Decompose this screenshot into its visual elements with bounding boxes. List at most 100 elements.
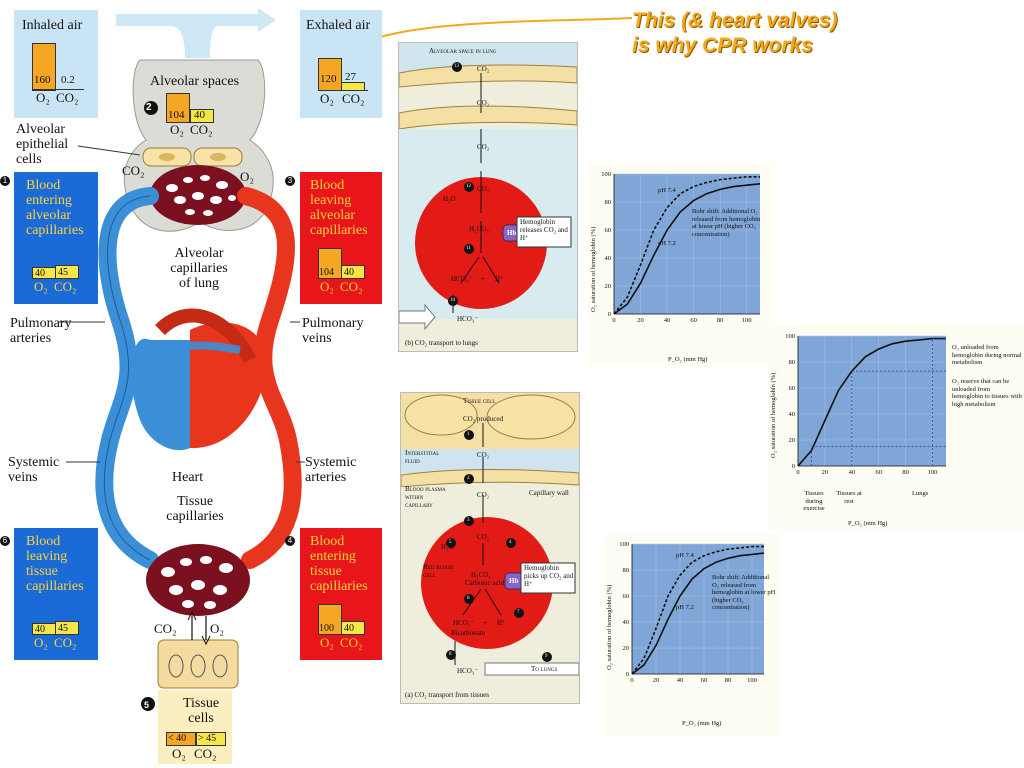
tissue-cells-panel: Tissue cells < 40 > 45 O₂ CO₂	[158, 690, 232, 764]
panel-a-capillary-wall: Capillary wall	[529, 489, 569, 497]
graph-top-ph72: pH 7.2	[658, 240, 676, 247]
graph-bottom-note: Bohr shift: Additional O₂ released from …	[712, 574, 776, 611]
graph-bottom-xtick-label: 0	[630, 677, 633, 684]
pulmonary-veins-label: Pulmonary veins	[302, 316, 364, 346]
box6-o2-label: O₂	[34, 635, 48, 650]
o2-right-label: O₂	[240, 169, 254, 184]
heart-label: Heart	[172, 470, 204, 485]
step-5-label: 5	[144, 700, 150, 710]
graph-bottom-ytick-label: 60	[623, 593, 630, 600]
panel-b-co2-low: CO₂	[477, 143, 490, 151]
graph-bottom-ytick-label: 0	[626, 671, 629, 678]
graph-top-ytick-label: 0	[608, 311, 611, 318]
graph-top-plot-area	[614, 174, 760, 314]
panel-b-hplus: H⁺	[495, 275, 504, 283]
panel-b-hco3-bottom: HCO₃⁻	[457, 315, 478, 323]
exhaled-co2-value: 27	[345, 71, 356, 83]
graph-middle-xtick-label: 40	[849, 469, 856, 476]
step-1-badge: 1	[0, 176, 10, 186]
alveolar-o2-bar	[166, 93, 190, 123]
graph-middle-xtick-label: 20	[822, 469, 829, 476]
graph-bottom-xlabel: P_O₂ (mm Hg)	[682, 720, 722, 727]
o2-bottom-label: O₂	[210, 621, 224, 636]
graph-top-series-1-line	[613, 176, 760, 315]
box6-o2: 40	[35, 624, 45, 635]
graph-bottom-ytick-label: 80	[623, 567, 630, 574]
panel-a-interstitial: Interstitial fluid	[405, 449, 440, 465]
alveolar-co2-label: CO₂	[190, 122, 213, 137]
headline: This (& heart valves) is why CPR works	[632, 8, 837, 58]
graph-middle-note2: O₂ reserve that can be unloaded from hem…	[952, 378, 1022, 408]
co2-from-tissues-panel: Tissue cell CO₂ produced Interstitial fl…	[400, 392, 580, 704]
graph-top-xtick-label: 100	[742, 317, 752, 324]
panel-a-step-1: 1	[467, 432, 470, 437]
panel-a-step-2: 2	[467, 476, 470, 481]
step-4-badge: 4	[285, 536, 295, 546]
graph-bottom-ph72: pH 7.2	[676, 604, 694, 611]
box6-text: Blood leaving tissue capillaries	[26, 534, 84, 594]
graph-top-xtick-label: 80	[717, 317, 724, 324]
panel-a-hb: Hb	[509, 577, 519, 585]
circulation-diagram: Inhaled air 160 0.2 O₂ CO₂ Exhaled air 1…	[0, 0, 385, 768]
panel-b-hb-note: Hemoglobin releases CO₂ and H⁺	[520, 218, 568, 242]
graph-top-ph74: pH 7.4	[658, 187, 676, 194]
graph-bottom-xtick-label: 100	[747, 677, 757, 684]
panel-a-to-lungs: To lungs	[531, 665, 558, 673]
step-2-label: 2	[146, 102, 152, 113]
graph-middle-xtick-label: 60	[875, 469, 882, 476]
panel-b-co2-mid: CO₂	[477, 99, 490, 107]
co2-bottom-label: CO₂	[154, 621, 177, 636]
graph-top-series-2-line	[613, 183, 761, 315]
box4-co2: 40	[344, 623, 354, 634]
box4-o2: 100	[319, 623, 334, 634]
alveolar-capillaries-label: Alveolar capillaries of lung	[170, 246, 228, 291]
inhaled-air-title: Inhaled air	[22, 18, 83, 33]
panel-a-step-8: 8	[449, 652, 452, 657]
graph-bottom-xtick-label: 80	[725, 677, 732, 684]
headline-line2: is why CPR works	[632, 34, 813, 57]
inhaled-co2-label: CO₂	[56, 90, 79, 105]
panel-a-step-5: 5	[449, 540, 452, 545]
box3-co2-label: CO₂	[340, 279, 363, 294]
panel-a-plus: +	[483, 619, 487, 627]
panel-a-co2-1: CO₂	[477, 451, 490, 459]
inhaled-o2-bar	[32, 43, 56, 91]
exhaled-air-panel: Exhaled air 120 27 O₂ CO₂	[300, 10, 382, 118]
panel-a-step-6: 6	[467, 596, 470, 601]
systemic-veins-label: Systemic veins	[8, 455, 60, 485]
panel-b-h2co3: H₂CO₃	[469, 225, 489, 233]
graph-bottom-ytick-label: 100	[619, 541, 629, 548]
panel-a-rbc: Red blood cell	[423, 563, 454, 579]
alveolar-o2-value: 104	[168, 109, 185, 121]
blood-entering-alveolar-panel: Blood entering alveolar capillaries 40 4…	[14, 172, 98, 304]
systemic-arteries-label: Systemic arteries	[305, 455, 357, 485]
box3-co2: 40	[344, 267, 354, 278]
panel-a-co2-2: CO₂	[477, 491, 490, 499]
graph-top-ytick-label: 100	[601, 171, 611, 178]
panel-b-co2-rbc: CO₂	[477, 185, 490, 193]
tissue-o2: < 40	[168, 733, 187, 744]
alveolar-o2-label: O₂	[170, 122, 184, 137]
graph-top-ytick-label: 80	[605, 199, 612, 206]
graph-middle-ytick-label: 40	[789, 411, 796, 418]
graph-top-ytick-label: 40	[605, 255, 612, 262]
graph-bottom-ylabel: O₂ saturation of hemoglobin (%)	[606, 584, 613, 670]
graph-top-xtick-label: 40	[664, 317, 671, 324]
graph-middle-series-1-line	[797, 337, 946, 467]
exhaled-o2-bar	[318, 58, 342, 91]
box3-o2: 104	[319, 267, 334, 278]
graph-bottom-xtick-label: 40	[677, 677, 684, 684]
panel-a-bicarbonate: Bicarbonate	[451, 629, 485, 637]
box1-text: Blood entering alveolar capillaries	[26, 178, 84, 238]
blood-leaving-tissue-panel: Blood leaving tissue capillaries 40 45 O…	[14, 528, 98, 660]
graph-bottom-ytick-label: 40	[623, 619, 630, 626]
box4-text: Blood entering tissue capillaries	[310, 534, 368, 594]
panel-a-h2co3: H₂CO₃	[471, 571, 491, 579]
step-3-badge: 3	[285, 176, 295, 186]
graph-middle-ylabel: O₂ saturation of hemoglobin (%)	[770, 372, 777, 458]
exhaled-air-title: Exhaled air	[306, 18, 371, 33]
